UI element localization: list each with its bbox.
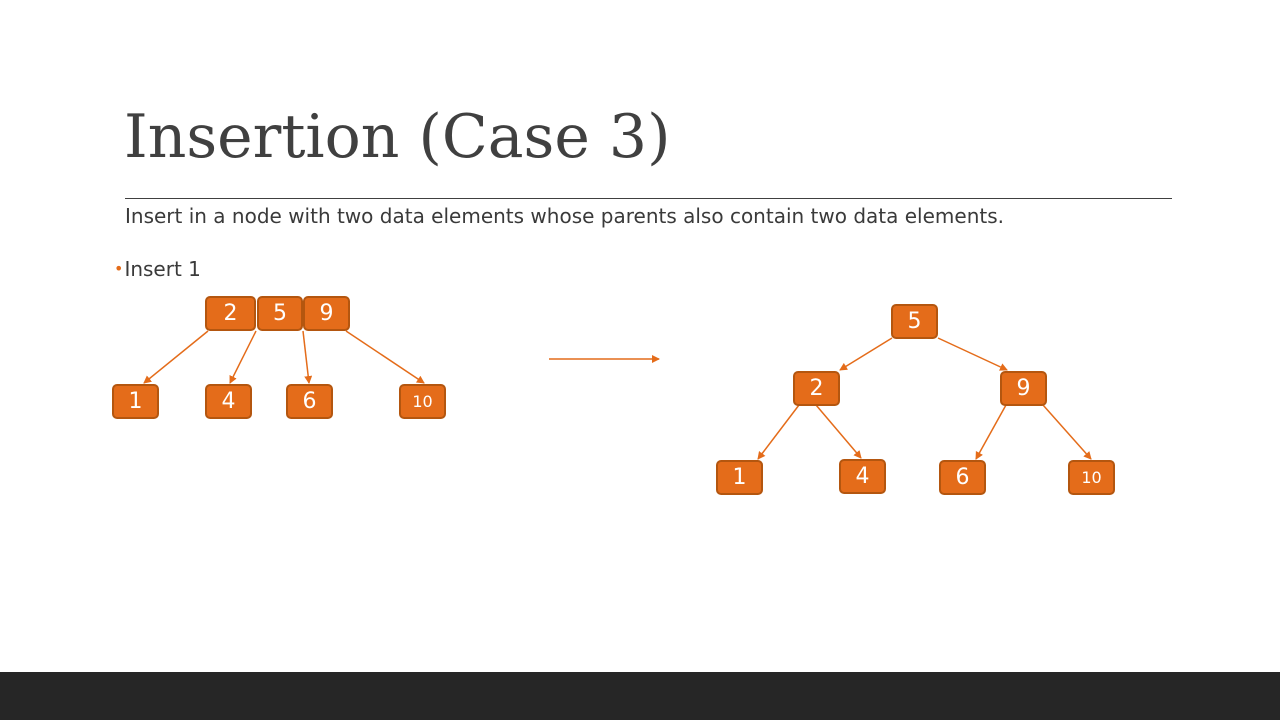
edge-arrow [229,330,257,384]
bullet-dot-icon: • [114,259,124,278]
node-before-child-4: 10 [399,384,446,419]
node-after-leaf-4: 10 [1068,460,1115,495]
edge-arrow [143,330,209,384]
node-before-root-key-1: 2 [205,296,256,331]
node-before-root-key-2: 5 [257,296,303,331]
slide-title: Insertion (Case 3) [124,102,671,172]
edge-arrow [1042,404,1092,460]
node-after-root: 5 [891,304,938,339]
edge-arrow [937,337,1008,371]
edge-arrow [302,330,313,384]
node-before-child-2: 4 [205,384,252,419]
node-after-right: 9 [1000,371,1047,406]
slide-subtitle: Insert in a node with two data elements … [125,204,1004,228]
footer-bar [0,672,1280,720]
node-after-leaf-1: 1 [716,460,763,495]
edge-arrow [975,404,1007,460]
node-after-left: 2 [793,371,840,406]
node-before-root-key-3: 9 [303,296,350,331]
bullet-item: •Insert 1 [114,257,201,281]
node-after-leaf-3: 6 [939,460,986,495]
edge-arrow [815,404,862,459]
node-after-leaf-2: 4 [839,459,886,494]
bullet-text: Insert 1 [124,257,201,281]
node-before-child-3: 6 [286,384,333,419]
edge-arrow [839,337,893,371]
edge-arrow [345,330,425,384]
edge-arrow [757,404,800,460]
node-before-child-1: 1 [112,384,159,419]
title-divider [125,198,1172,199]
